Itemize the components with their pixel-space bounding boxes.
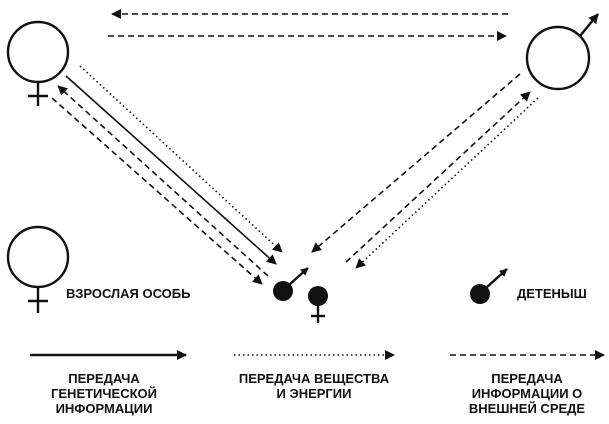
arrow-male-to-young-dashed [311,73,521,253]
legend-young-label: ДЕТЕНЫШ [517,286,587,301]
legend-young-symbol [470,268,508,304]
legend-genetic-line-3: ИНФОРМАЦИИ [56,401,153,416]
legend-adult-symbol [6,225,70,313]
legend-environment-line-1: ПЕРЕДАЧА [491,371,563,386]
legend-environment-line-3: ВНЕШНЕЙ СРЕДЕ [469,401,586,416]
arrow-male-to-young-dotted [355,97,539,269]
legend-genetic-line-2: ГЕНЕТИЧЕСКОЙ [51,386,157,401]
young-female-symbol [308,286,328,323]
arrow-female-to-young-solid [65,75,277,265]
legend-genetic-line-1: ПЕРЕДАЧА [68,371,140,386]
legend-environment-line-2: ИНФОРМАЦИИ О [472,386,583,401]
arrow-female-to-young-dashed [51,97,263,285]
arrow-female-to-young-dotted [79,65,283,253]
young-male-symbol [273,267,309,301]
adult-male-symbol [525,13,599,91]
legend-energy-line-2: И ЭНЕРГИИ [277,386,352,401]
adult-female-symbol [6,20,70,106]
arrow-young-to-female-dashed [57,85,269,277]
arrow-young-to-male-dashed [345,91,531,263]
legend-energy-line-1: ПЕРЕДАЧА ВЕЩЕСТВА [239,371,390,386]
legend-adult-label: ВЗРОСЛАЯ ОСОБЬ [66,286,190,301]
